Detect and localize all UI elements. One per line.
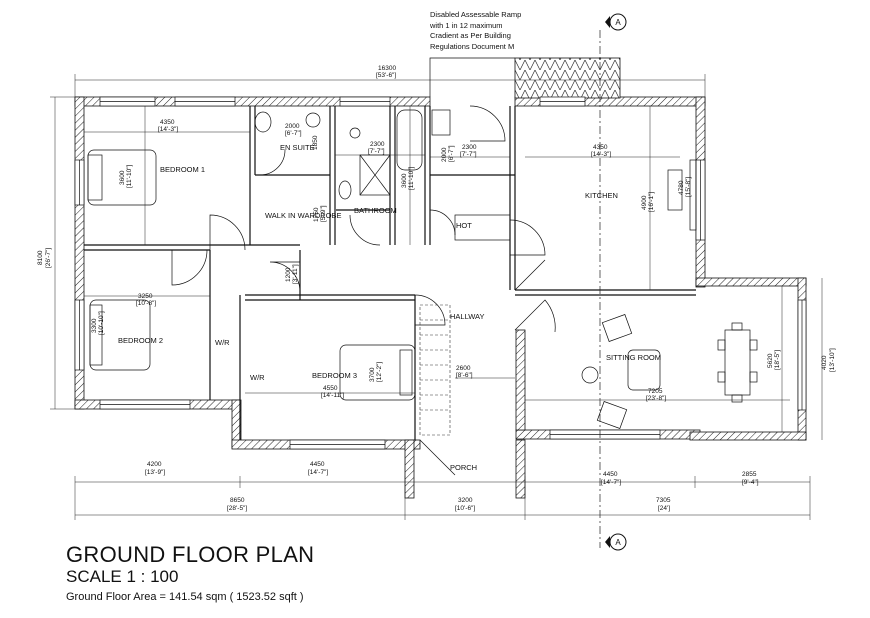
room-hallway: HALLWAY	[450, 312, 484, 321]
dim-bed1-h-imp: [11'-10"]	[126, 165, 133, 188]
dim-bottom-c: 4450	[603, 471, 618, 478]
dimension-labels: 16300 [53'-6"] 8100 [26'-7"] 4020 [13'-1…	[37, 65, 836, 512]
room-bedroom1: BEDROOM 1	[160, 165, 205, 174]
dim-sitting-h: 5620	[767, 353, 774, 368]
dim-ensuite-w: 2000	[285, 123, 300, 130]
dim-bath-h-imp: [11'-10"]	[408, 167, 415, 190]
windows	[74, 96, 807, 450]
ramp-note: Disabled Assessable Ramp with 1 in 12 ma…	[430, 10, 560, 52]
room-labels: BEDROOM 1 EN SUITE WALK IN WARDROBE BATH…	[118, 143, 661, 472]
dim-bed2-w: 3250	[138, 293, 153, 300]
dim-bed3-h: 3700	[369, 367, 376, 382]
dim-bottom-d-imp: [9'-4"]	[742, 479, 759, 486]
room-bedroom3: BEDROOM 3	[312, 371, 357, 380]
dim-bed3-h-imp: [12'-2"]	[376, 362, 383, 382]
dim-kitchen-side-imp: [15'-8"]	[685, 177, 692, 197]
dim-utility-w-imp: [7'-7"]	[460, 151, 477, 158]
dim-sitting-h-imp: [18'-5"]	[774, 350, 781, 370]
dim-bath-h: 3600	[401, 173, 408, 188]
dim-hall-gap: 1200	[285, 267, 292, 282]
section-marker-bottom-label: A	[615, 538, 621, 547]
ramp-note-line-4: Regulations Document M	[430, 41, 515, 51]
dim-bottom-b: 4450	[310, 461, 325, 468]
dim-bed2-h-imp: [10'-10"]	[98, 311, 105, 335]
dim-bottom-b-imp: [14'-7"]	[308, 469, 328, 476]
dim-bath-w: 2300	[370, 141, 385, 148]
dim-sitting-w: 7205	[648, 388, 663, 395]
room-sitting-room: SITTING ROOM	[606, 353, 661, 362]
dim-bottom-e-imp: [28'-5"]	[227, 505, 247, 512]
room-wr-1: W/R	[215, 338, 230, 347]
doors	[171, 105, 556, 476]
dim-wardrobe-h: 1750	[313, 207, 320, 222]
dim-utility-h: 2000	[441, 147, 448, 162]
dim-kitchen-h: 4900	[641, 195, 648, 210]
dim-bottom-a-imp: [13'-9"]	[145, 469, 165, 476]
dim-hall-w: 2600	[456, 365, 471, 372]
plan-title: GROUND FLOOR PLAN	[66, 542, 315, 567]
exterior-walls	[74, 57, 807, 499]
dim-kitchen-side: 4780	[678, 180, 685, 195]
section-marker-bottom	[605, 533, 627, 551]
dim-bottom-g: 7305	[656, 497, 671, 504]
room-bathroom: BATHROOM	[354, 206, 397, 215]
dim-bottom-c-imp: [14'-7"]	[601, 479, 621, 486]
stairs	[419, 304, 451, 436]
dim-overall-top-imp: [53'-6"]	[376, 72, 396, 79]
ramp-note-line-1: Disabled Assessable Ramp	[430, 10, 522, 19]
dim-bottom-g-imp: [24']	[658, 505, 670, 512]
room-kitchen: KITCHEN	[585, 191, 618, 200]
dim-bottom-e: 8650	[230, 497, 245, 504]
dim-bed2-w-imp: [10'-8"]	[136, 300, 156, 307]
dim-kitchen-w: 4350	[593, 144, 608, 151]
dim-utility-w: 2300	[462, 144, 477, 151]
ramp-outline	[429, 57, 515, 97]
room-hot: HOT	[456, 221, 472, 230]
room-en-suite: EN SUITE	[280, 143, 315, 152]
dim-bed1-h: 3600	[119, 170, 126, 185]
dim-hall-w-imp: [8'-6"]	[456, 372, 473, 379]
dim-right-wing: 4020	[821, 355, 828, 370]
plan-scale: SCALE 1 : 100	[66, 567, 179, 586]
dim-overall-left-imp: [26'-7"]	[45, 248, 52, 268]
room-wr-2: W/R	[250, 373, 265, 382]
dimension-lines	[50, 74, 823, 520]
room-porch: PORCH	[450, 463, 477, 472]
dim-kitchen-h-imp: [16'-1"]	[648, 192, 655, 212]
dim-bed1-w-imp: [14'-3"]	[158, 126, 178, 133]
dim-bottom-f: 3200	[458, 497, 473, 504]
ramp-note-line-3: Cradient as Per Building	[430, 31, 511, 40]
dim-ensuite-h: 1850	[312, 135, 319, 150]
dim-bed3-w: 4550	[323, 385, 338, 392]
dim-right-wing-imp: [13'-10"]	[829, 348, 836, 372]
section-marker-top	[605, 13, 627, 31]
room-bedroom2: BEDROOM 2	[118, 336, 163, 345]
plan-area: Ground Floor Area = 141.54 sqm ( 1523.52…	[66, 591, 304, 603]
dim-sitting-w-imp: [23'-8"]	[646, 395, 666, 402]
furniture	[87, 109, 758, 429]
dim-ensuite-w-imp: [6'-7"]	[285, 130, 302, 137]
dim-bed2-h: 3300	[91, 318, 98, 333]
dim-bed1-w: 4350	[160, 119, 175, 126]
room-walk-in-wardrobe: WALK IN WARDROBE	[265, 211, 342, 220]
ramp-note-line-2: with 1 in 12 maximum	[430, 20, 503, 30]
dim-bottom-a: 4200	[147, 461, 162, 468]
dim-bottom-d: 2855	[742, 471, 757, 478]
dim-bottom-f-imp: [10'-6"]	[455, 505, 475, 512]
dim-kitchen-w-imp: [14'-3"]	[591, 151, 611, 158]
section-marker-top-label: A	[615, 18, 621, 27]
dim-overall-left: 8100	[37, 250, 44, 265]
dim-overall-top: 16300	[378, 65, 396, 72]
dim-utility-h-imp: [6'-7"]	[448, 145, 455, 162]
dim-bath-w-imp: [7'-7"]	[368, 148, 385, 155]
dim-wardrobe-h-imp: [5'-9"]	[320, 205, 327, 222]
dim-hall-gap-imp: [3'-11"]	[292, 264, 299, 284]
dim-bed3-w-imp: [14'-11"]	[321, 392, 344, 399]
